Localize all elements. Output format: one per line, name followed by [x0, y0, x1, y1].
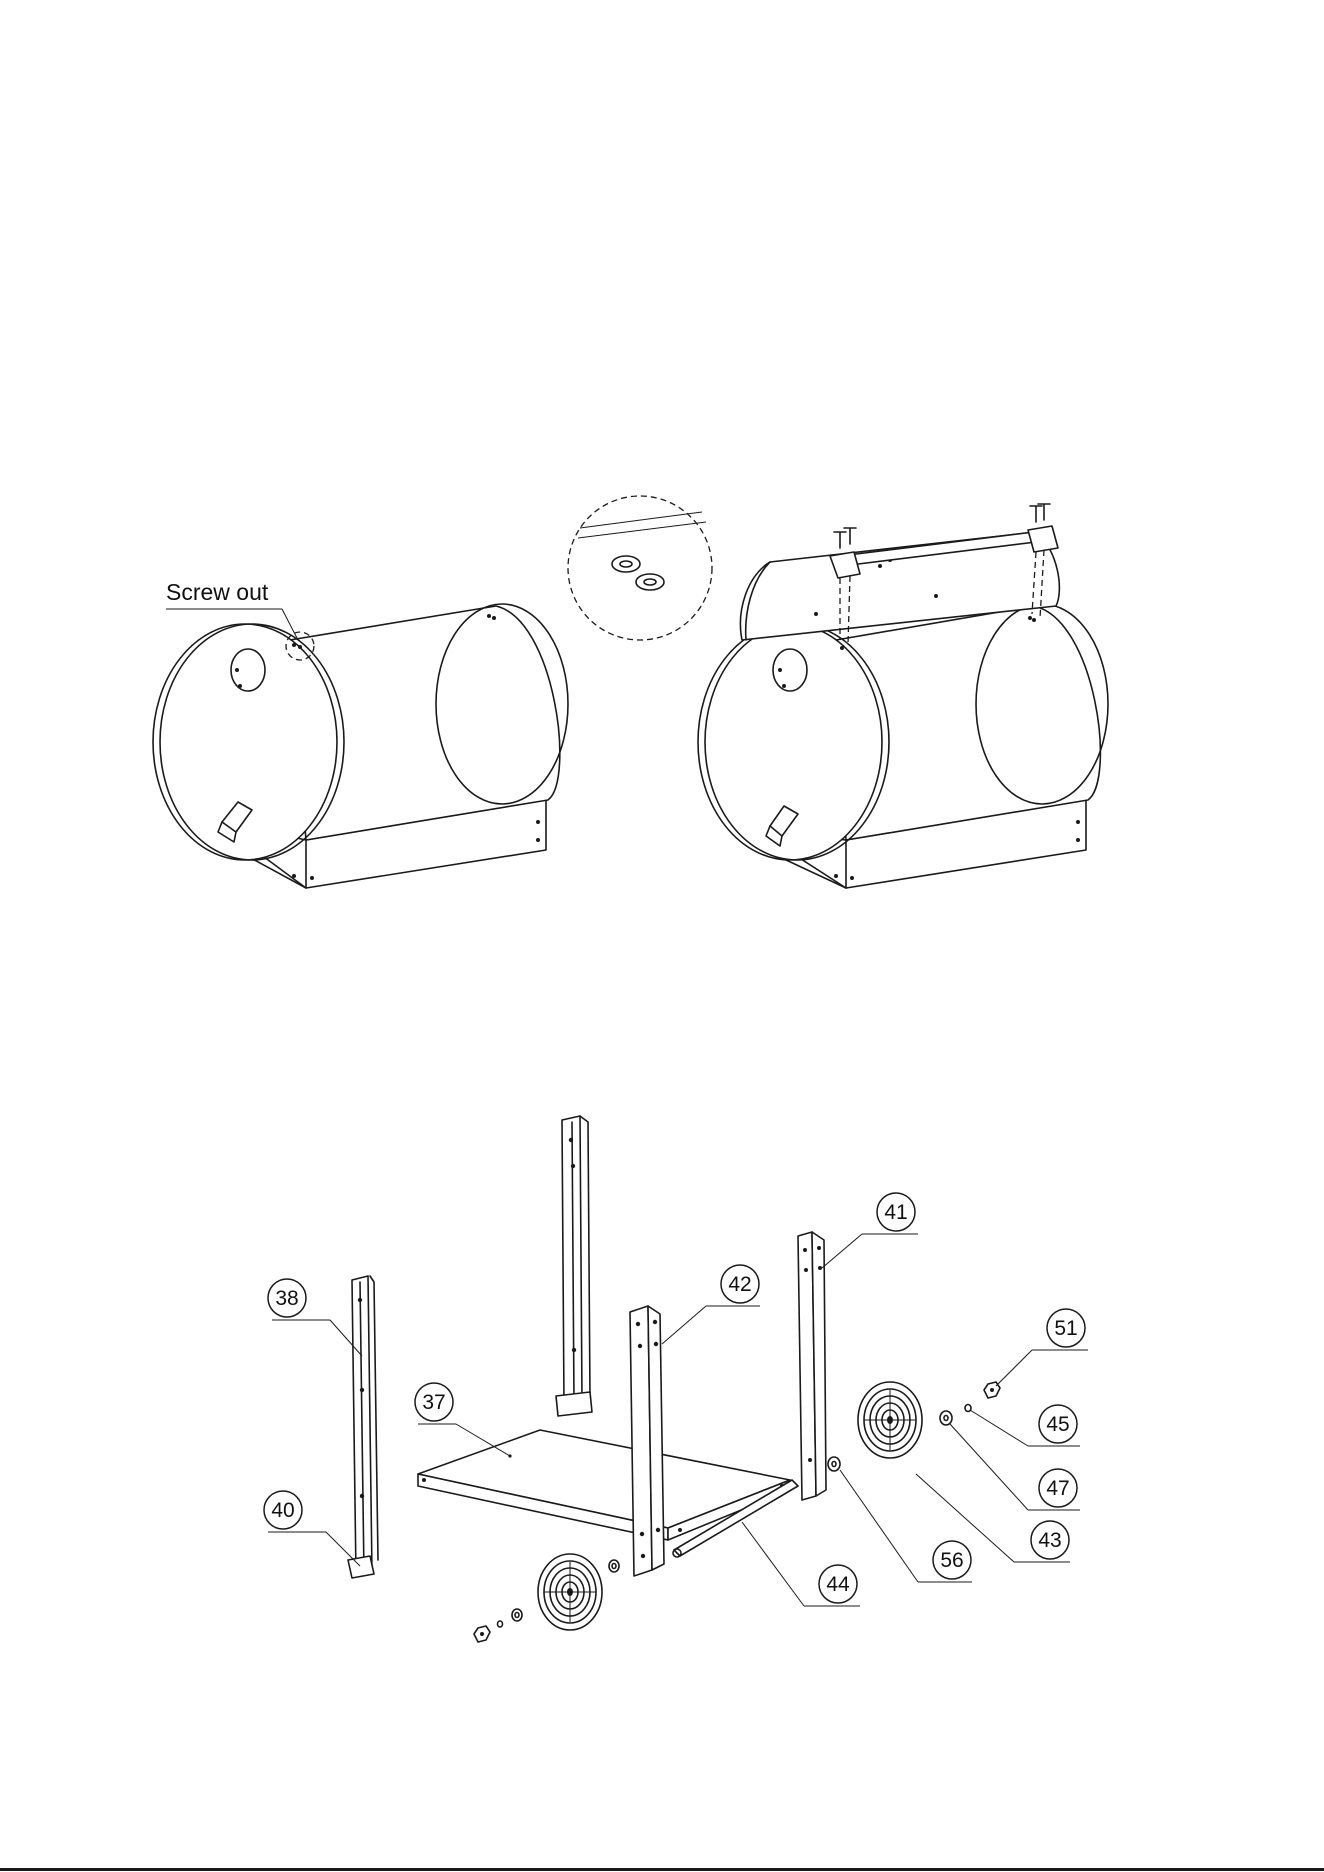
- wheel-part-43: [858, 1382, 922, 1458]
- callout-51-label: 51: [1054, 1317, 1077, 1340]
- barrel-right-assembly: [698, 504, 1108, 888]
- screw-out-note: Screw out: [166, 579, 269, 605]
- callout-40: 40: [264, 1491, 360, 1566]
- callout-37-label: 37: [422, 1391, 445, 1414]
- callout-38-label: 38: [275, 1287, 298, 1310]
- leg-part-38: [348, 1276, 378, 1578]
- screw-detail-view: [568, 496, 712, 640]
- leg-part-41: [798, 1232, 826, 1500]
- callout-45-label: 45: [1046, 1413, 1069, 1436]
- callout-42-label: 42: [728, 1273, 751, 1296]
- washer-part-56: [828, 1457, 840, 1471]
- callout-37: 37: [415, 1383, 510, 1456]
- washer-left-small: [498, 1621, 503, 1627]
- callout-38: 38: [268, 1279, 362, 1356]
- callout-56-label: 56: [940, 1549, 963, 1572]
- callout-44-label: 44: [826, 1573, 850, 1596]
- callout-51: 51: [996, 1309, 1088, 1386]
- wheel-left: [538, 1554, 602, 1630]
- barrel-left-assembly: Screw out: [153, 579, 568, 888]
- callout-41: 41: [822, 1193, 918, 1268]
- callout-56: 56: [840, 1470, 972, 1582]
- rear-leg-part: [556, 1116, 592, 1416]
- callout-47-label: 47: [1046, 1477, 1069, 1500]
- callout-40-label: 40: [271, 1499, 294, 1522]
- washer-part-47: [940, 1411, 952, 1425]
- nut-left: [474, 1626, 490, 1642]
- callout-43-label: 43: [1038, 1529, 1061, 1552]
- page-bottom-rule: [0, 1868, 1324, 1871]
- washer-left-inner: [609, 1560, 619, 1572]
- callout-42: 42: [662, 1265, 760, 1344]
- washer-left-outer: [512, 1609, 522, 1621]
- callout-45: 45: [970, 1405, 1080, 1446]
- callout-44: 44: [742, 1522, 860, 1606]
- leg-part-42: [630, 1306, 664, 1576]
- callout-41-label: 41: [884, 1201, 907, 1224]
